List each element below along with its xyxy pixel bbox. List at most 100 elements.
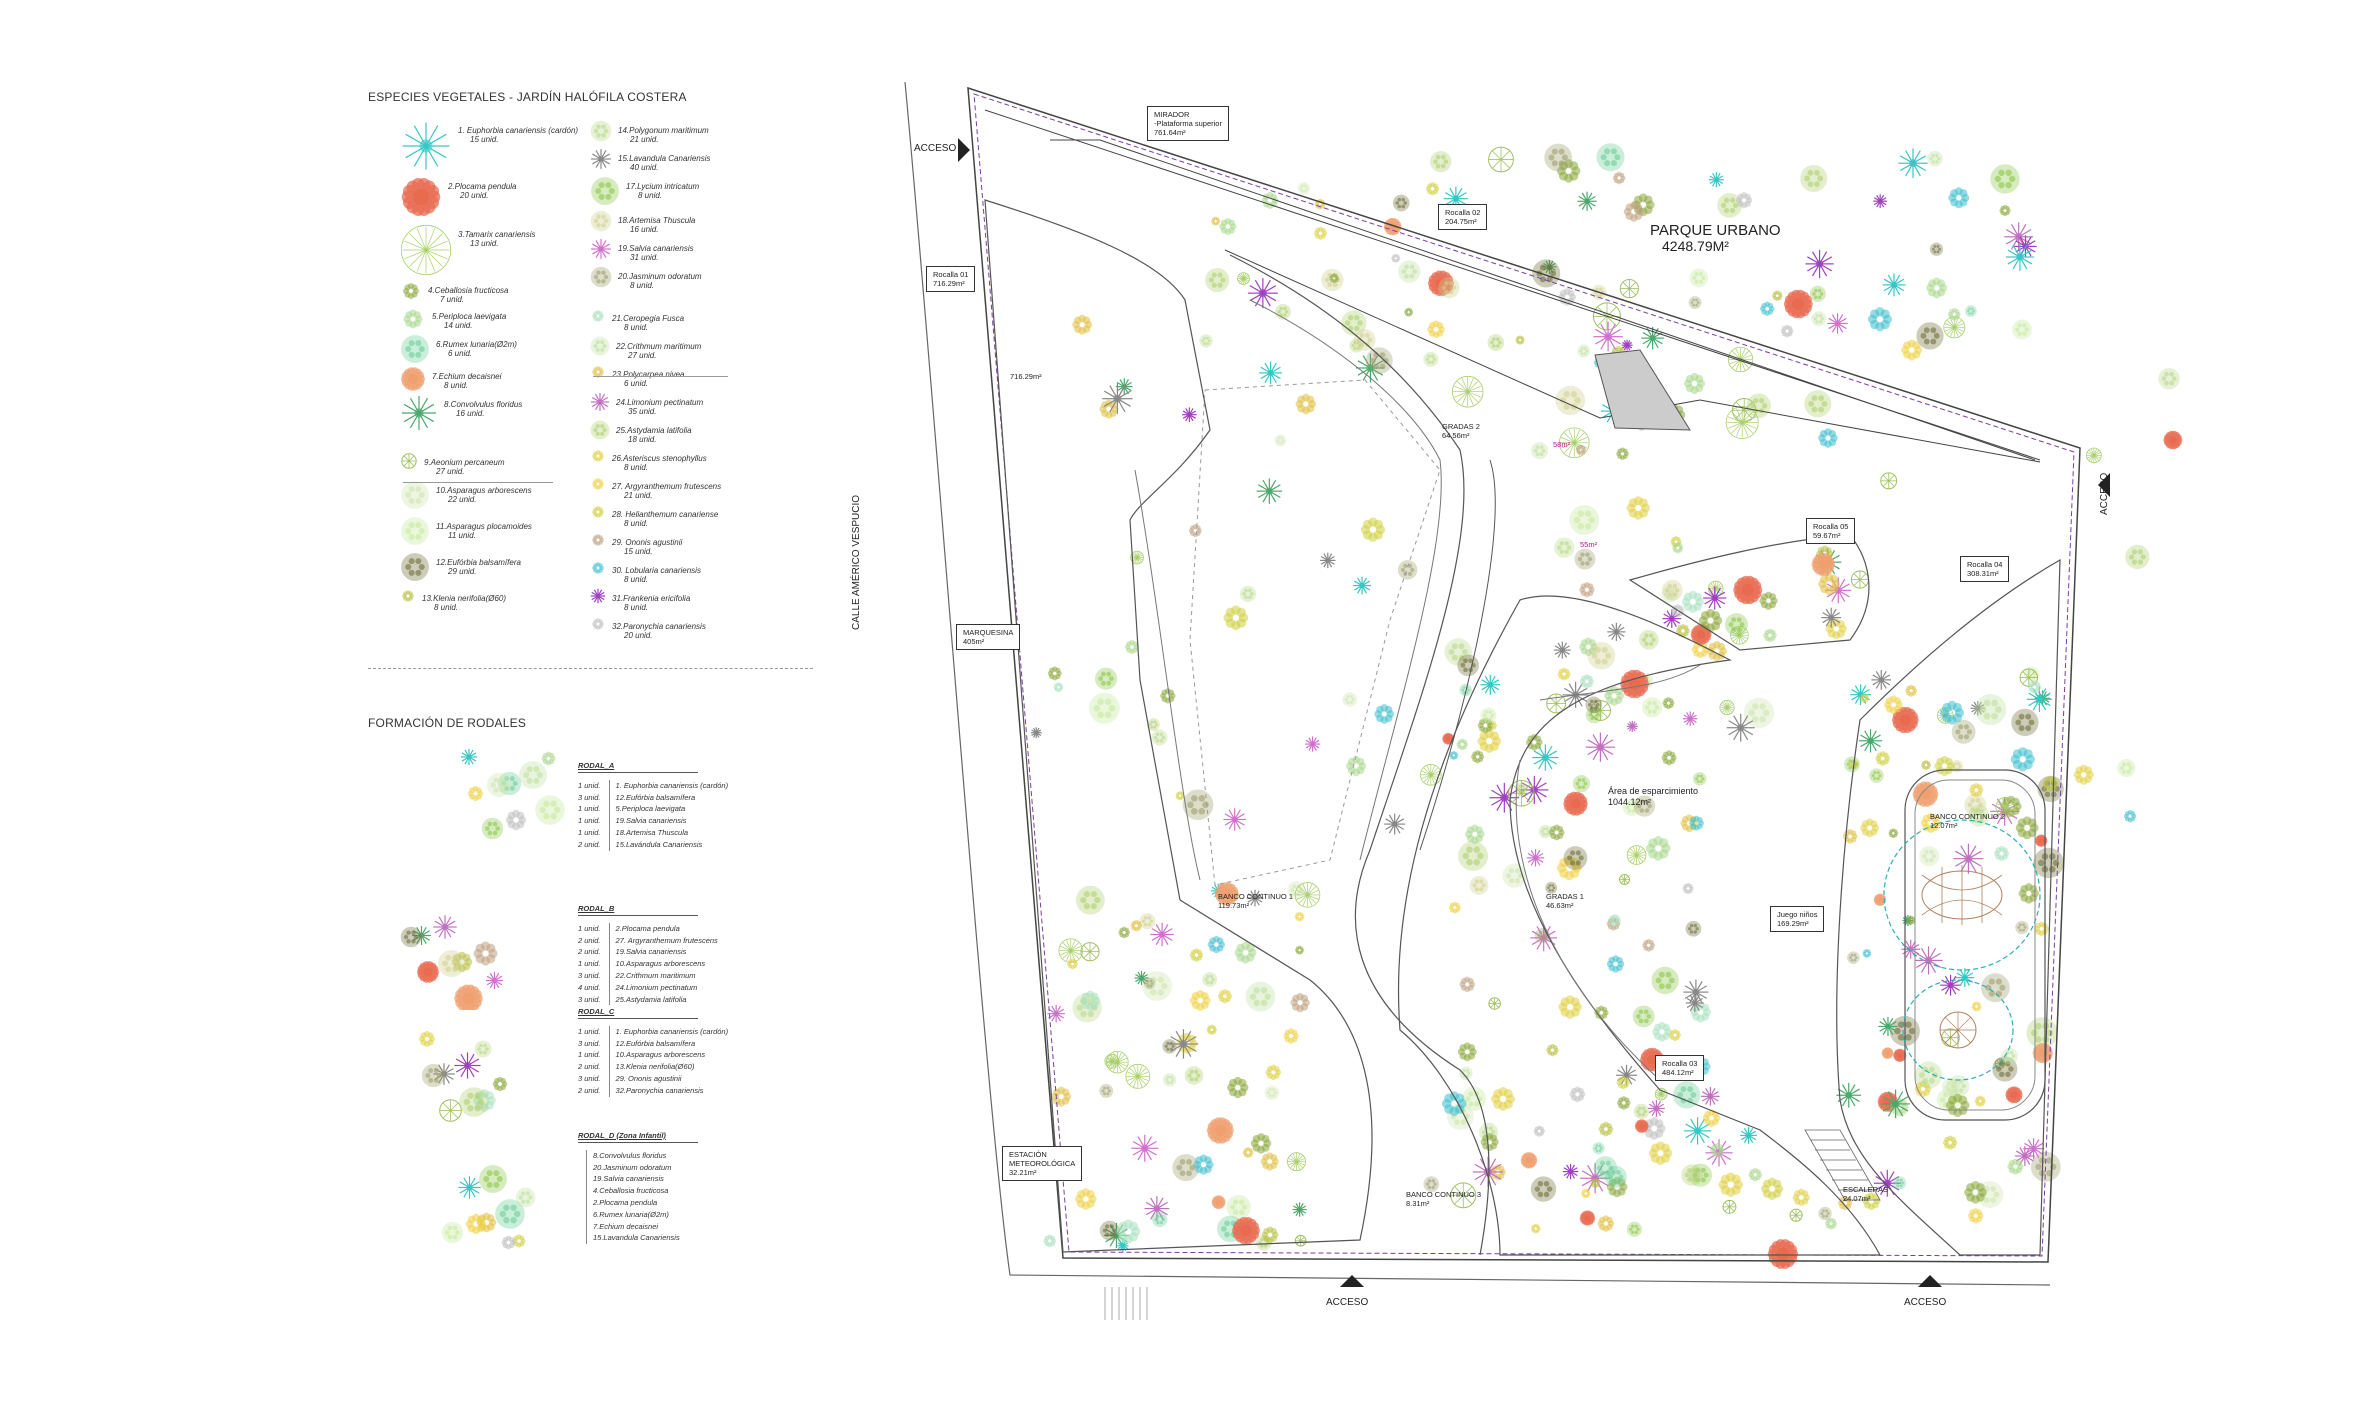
species-name: 21.Ceropegia Fusca — [612, 314, 685, 323]
rodal-qty: 2 unid. — [578, 1061, 610, 1073]
plant-symbol — [1964, 1181, 1987, 1204]
rodal-qty: 1 unid. — [578, 815, 610, 827]
species-units: 15 unid. — [624, 547, 653, 556]
plant-symbol — [1144, 1196, 1170, 1221]
plant-symbol — [1162, 1039, 1177, 1054]
plant-symbol — [1606, 1176, 1628, 1198]
plant-symbol — [1458, 841, 1489, 871]
plant-symbol — [1811, 311, 1827, 327]
rodal-species: 29. Ononis agustinii — [615, 1073, 682, 1083]
plant-symbol — [2073, 764, 2094, 785]
plant-symbol — [1558, 995, 1582, 1019]
plant-symbol — [2034, 921, 2049, 937]
rodal-species: 18.Artemisa Thuscula — [615, 827, 689, 837]
gradas-2-edge-outer — [1229, 254, 1490, 1256]
plant-symbol — [1226, 1194, 1251, 1220]
rodal-row: 2 unid.13.Klenia nerifolia(Ø60) — [578, 1061, 734, 1073]
star-shrub-icon — [401, 395, 437, 431]
rodal-species: 24.Limonium pectinatum — [615, 982, 698, 992]
plant-symbol — [1683, 711, 1698, 726]
plant-symbol — [1685, 920, 1702, 937]
rodal-species: 19.Salvia canariensis — [615, 816, 687, 826]
plant-symbol — [1918, 845, 1940, 867]
round-shrub-icon — [591, 177, 619, 205]
plant-symbol — [1875, 751, 1891, 766]
plant-symbol — [1563, 846, 1588, 870]
rodal-row: 15.Lavandula Canariensis — [578, 1232, 686, 1245]
plant-symbol — [1905, 684, 1918, 697]
plant-symbol — [1648, 1100, 1665, 1117]
plant-symbol — [1202, 971, 1218, 988]
round-shrub-icon — [590, 336, 610, 356]
plant-symbol — [1104, 1053, 1120, 1069]
plant-symbol — [1884, 695, 1903, 715]
plant-symbol — [1965, 305, 1977, 317]
rodal-species: 1. Euphorbia canariensis (cardón) — [615, 1026, 729, 1036]
species-name: 31.Frankenia ericifolia — [612, 594, 691, 603]
rodal-row: 4 unid.24.Limonium pectinatum — [578, 981, 724, 994]
plant-symbol — [1901, 939, 1921, 959]
rodal-species: 7.Echium decaisnei — [593, 1221, 659, 1231]
plant-symbol — [1457, 1042, 1477, 1062]
plant-symbol — [1146, 718, 1160, 732]
plant-symbol — [1681, 590, 1704, 613]
plant-symbol — [2011, 708, 2039, 737]
rodal-qty: 1 unid. — [578, 826, 610, 839]
plant-symbol — [1189, 990, 1211, 1011]
plant-symbol — [1881, 1047, 1894, 1059]
plant-symbol — [1471, 750, 1485, 764]
plant-symbol — [1882, 273, 1906, 297]
rodal-row: 1 unid. 18.Artemisa Thuscula — [578, 826, 734, 839]
rodal-qty: 2 unid. — [578, 934, 610, 947]
species-name: 9.Aeonium percaneum — [424, 458, 505, 467]
access-arrow-bottom-2 — [1918, 1275, 1942, 1287]
mirador-path-line — [1050, 139, 2036, 461]
plant-symbol — [1792, 1188, 1810, 1207]
plant-symbol — [1555, 385, 1586, 416]
plant-symbol — [2086, 447, 2102, 464]
plant-symbol — [1607, 622, 1626, 641]
rosette-icon — [401, 453, 417, 469]
plant-symbol — [1789, 1208, 1803, 1222]
plant-symbol — [1124, 639, 1139, 655]
plant-symbol — [1264, 1085, 1280, 1101]
rodal-row: 3 unid.25.Astydamia latifolia — [578, 993, 724, 1006]
plant-symbol — [1871, 669, 1892, 690]
species-name: 17.Lycium intricatum — [626, 182, 700, 191]
radial-tree-icon — [400, 224, 452, 276]
plant-symbol — [1574, 548, 1596, 570]
rodal-row: 3 unid.22.Crithmum maritimum — [578, 969, 724, 982]
plant-symbol — [1632, 1005, 1655, 1028]
species-units: 35 unid. — [628, 407, 657, 416]
species-name: 32.Paronychia canariensis — [612, 622, 706, 631]
plant-symbol — [1530, 1176, 1557, 1202]
plant-symbol — [1914, 946, 1943, 975]
ramp-triangle — [1594, 349, 1691, 431]
plant-symbol — [1626, 1221, 1642, 1237]
plant-symbol — [1290, 992, 1310, 1013]
rodal-row: 19.Salvia canariensis — [578, 1173, 686, 1186]
plant-symbol — [1719, 699, 1735, 716]
plant-symbol — [1217, 989, 1233, 1004]
plant-symbol — [1860, 818, 1880, 838]
star-shrub-icon — [591, 239, 611, 259]
plant-symbol — [1916, 322, 1944, 350]
plant-symbol — [1616, 447, 1629, 461]
plant-symbol — [1772, 290, 1783, 301]
rodal-species: 27. Argyranthemum frutescens — [615, 935, 718, 945]
plant-symbol — [2033, 847, 2064, 879]
plant-symbol — [2010, 747, 2035, 772]
plant-symbol — [2158, 367, 2180, 390]
plant-symbol — [1662, 697, 1675, 710]
plant-symbol — [1557, 667, 1571, 681]
plant-symbol — [2014, 1146, 2035, 1166]
